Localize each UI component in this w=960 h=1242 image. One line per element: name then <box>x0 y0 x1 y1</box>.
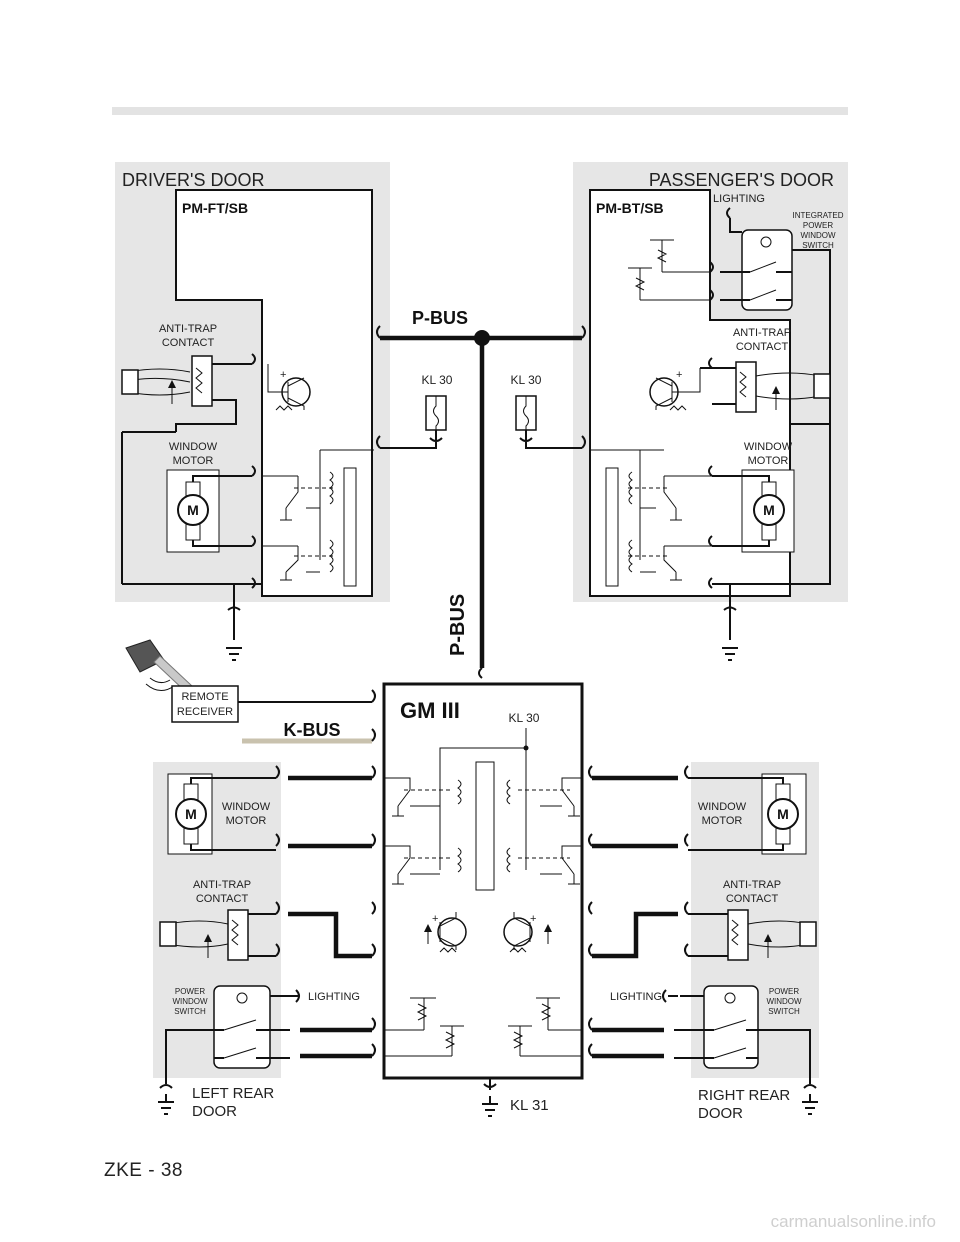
gm3-kl31-label: KL 31 <box>510 1097 549 1114</box>
passenger-connectors <box>708 357 831 661</box>
right-rear-anti-trap-label-1: ANTI-TRAP <box>723 879 781 891</box>
right-rear-title-2: DOOR <box>698 1105 743 1122</box>
svg-text:RECEIVER: RECEIVER <box>177 706 233 718</box>
right-rear-window-switch <box>674 985 818 1115</box>
left-rear-switch-label-2: WINDOW <box>172 997 208 1006</box>
right-rear-anti-trap-contact <box>684 901 817 961</box>
k-bus-connector <box>371 728 376 742</box>
passenger-lighting-label: LIGHTING <box>713 193 765 205</box>
remote-receiver: REMOTE RECEIVER <box>171 685 376 723</box>
right-fuse: KL 30 <box>511 373 586 449</box>
passenger-anti-trap-label-2: CONTACT <box>736 341 789 353</box>
left-rear-title-1: LEFT REAR <box>192 1085 274 1102</box>
gm3-label: GM III <box>400 698 460 723</box>
rear-wiring <box>288 775 678 1059</box>
svg-text:M: M <box>187 502 199 518</box>
k-bus-label: K-BUS <box>284 720 341 740</box>
svg-text:M: M <box>185 806 197 822</box>
p-bus-vertical-label: P-BUS <box>447 594 469 656</box>
gm3-internals: + + <box>384 728 582 1057</box>
remote-key-icon <box>125 639 193 693</box>
svg-text:M: M <box>763 502 775 518</box>
passenger-switch-label-4: SWITCH <box>802 241 834 250</box>
driver-window-motor: M <box>166 469 252 553</box>
passenger-window-motor: M <box>712 469 795 553</box>
right-rear-window-motor: M <box>684 765 807 855</box>
left-rear-title-2: DOOR <box>192 1103 237 1120</box>
left-rear-switch-label-1: POWER <box>175 987 205 996</box>
passenger-anti-trap-contact <box>712 361 831 425</box>
driver-anti-trap-label-2: CONTACT <box>162 337 215 349</box>
passenger-relays <box>590 449 712 587</box>
driver-module-label: PM-FT/SB <box>182 200 248 216</box>
watermark: carmanualsonline.info <box>770 1212 936 1231</box>
right-rear-anti-trap-label-2: CONTACT <box>726 893 779 905</box>
driver-connectors <box>121 353 262 661</box>
left-rear-motor-label-1: WINDOW <box>222 801 271 813</box>
top-rule <box>112 107 848 115</box>
right-rear-motor-label-1: WINDOW <box>698 801 747 813</box>
svg-text:M: M <box>777 806 789 822</box>
svg-text:+: + <box>280 369 286 381</box>
passenger-lighting-lead <box>726 207 742 233</box>
left-rear-anti-trap-contact <box>159 901 280 961</box>
right-rear-switch-label-3: SWITCH <box>768 1007 800 1016</box>
p-bus <box>376 325 586 679</box>
driver-relays <box>262 449 374 587</box>
left-rear-anti-trap-label-2: CONTACT <box>196 893 249 905</box>
passenger-motor-label-2: MOTOR <box>748 455 789 467</box>
left-rear-lighting-label: LIGHTING <box>308 991 360 1003</box>
right-rear-switch-label-1: POWER <box>769 987 799 996</box>
passenger-switch-label-2: POWER <box>803 221 833 230</box>
driver-transistor-icon: + <box>267 364 311 411</box>
passenger-motor-label-1: WINDOW <box>744 441 793 453</box>
right-rear-lighting-label: LIGHTING <box>610 991 662 1003</box>
left-rear-switch-label-3: SWITCH <box>174 1007 206 1016</box>
svg-text:+: + <box>432 913 438 925</box>
gm3-connectors <box>371 765 593 1117</box>
left-fuse: KL 30 <box>376 373 453 449</box>
driver-motor-label-2: MOTOR <box>173 455 214 467</box>
left-rear-window-switch <box>158 985 290 1115</box>
passenger-module-label: PM-BT/SB <box>596 200 664 216</box>
driver-anti-trap-contact <box>121 355 252 432</box>
driver-anti-trap-label-1: ANTI-TRAP <box>159 323 217 335</box>
svg-text:KL 30: KL 30 <box>511 373 542 387</box>
driver-motor-label-1: WINDOW <box>169 441 218 453</box>
page-footer: ZKE - 38 <box>104 1160 183 1181</box>
passenger-transistor-icon: + <box>649 367 712 411</box>
svg-text:KL 30: KL 30 <box>422 373 453 387</box>
passenger-switch-label-3: WINDOW <box>800 231 836 240</box>
p-bus-label: P-BUS <box>412 308 468 328</box>
left-rear-window-motor: M <box>167 765 280 855</box>
left-rear-anti-trap-label-1: ANTI-TRAP <box>193 879 251 891</box>
right-rear-motor-label-2: MOTOR <box>702 815 743 827</box>
svg-text:+: + <box>676 369 682 381</box>
driver-door-title: DRIVER'S DOOR <box>122 170 264 190</box>
right-rear-title-1: RIGHT REAR <box>698 1087 790 1104</box>
driver-module-box <box>175 189 373 597</box>
passenger-anti-trap-label-1: ANTI-TRAP <box>733 327 791 339</box>
passenger-switch-label-1: INTEGRATED <box>793 211 844 220</box>
svg-text:REMOTE: REMOTE <box>181 691 228 703</box>
passenger-window-switch <box>628 229 831 424</box>
svg-text:+: + <box>530 913 536 925</box>
left-rear-motor-label-2: MOTOR <box>226 815 267 827</box>
gm3-kl30-label: KL 30 <box>509 711 540 725</box>
passenger-door-title: PASSENGER'S DOOR <box>649 170 834 190</box>
right-rear-switch-label-2: WINDOW <box>766 997 802 1006</box>
